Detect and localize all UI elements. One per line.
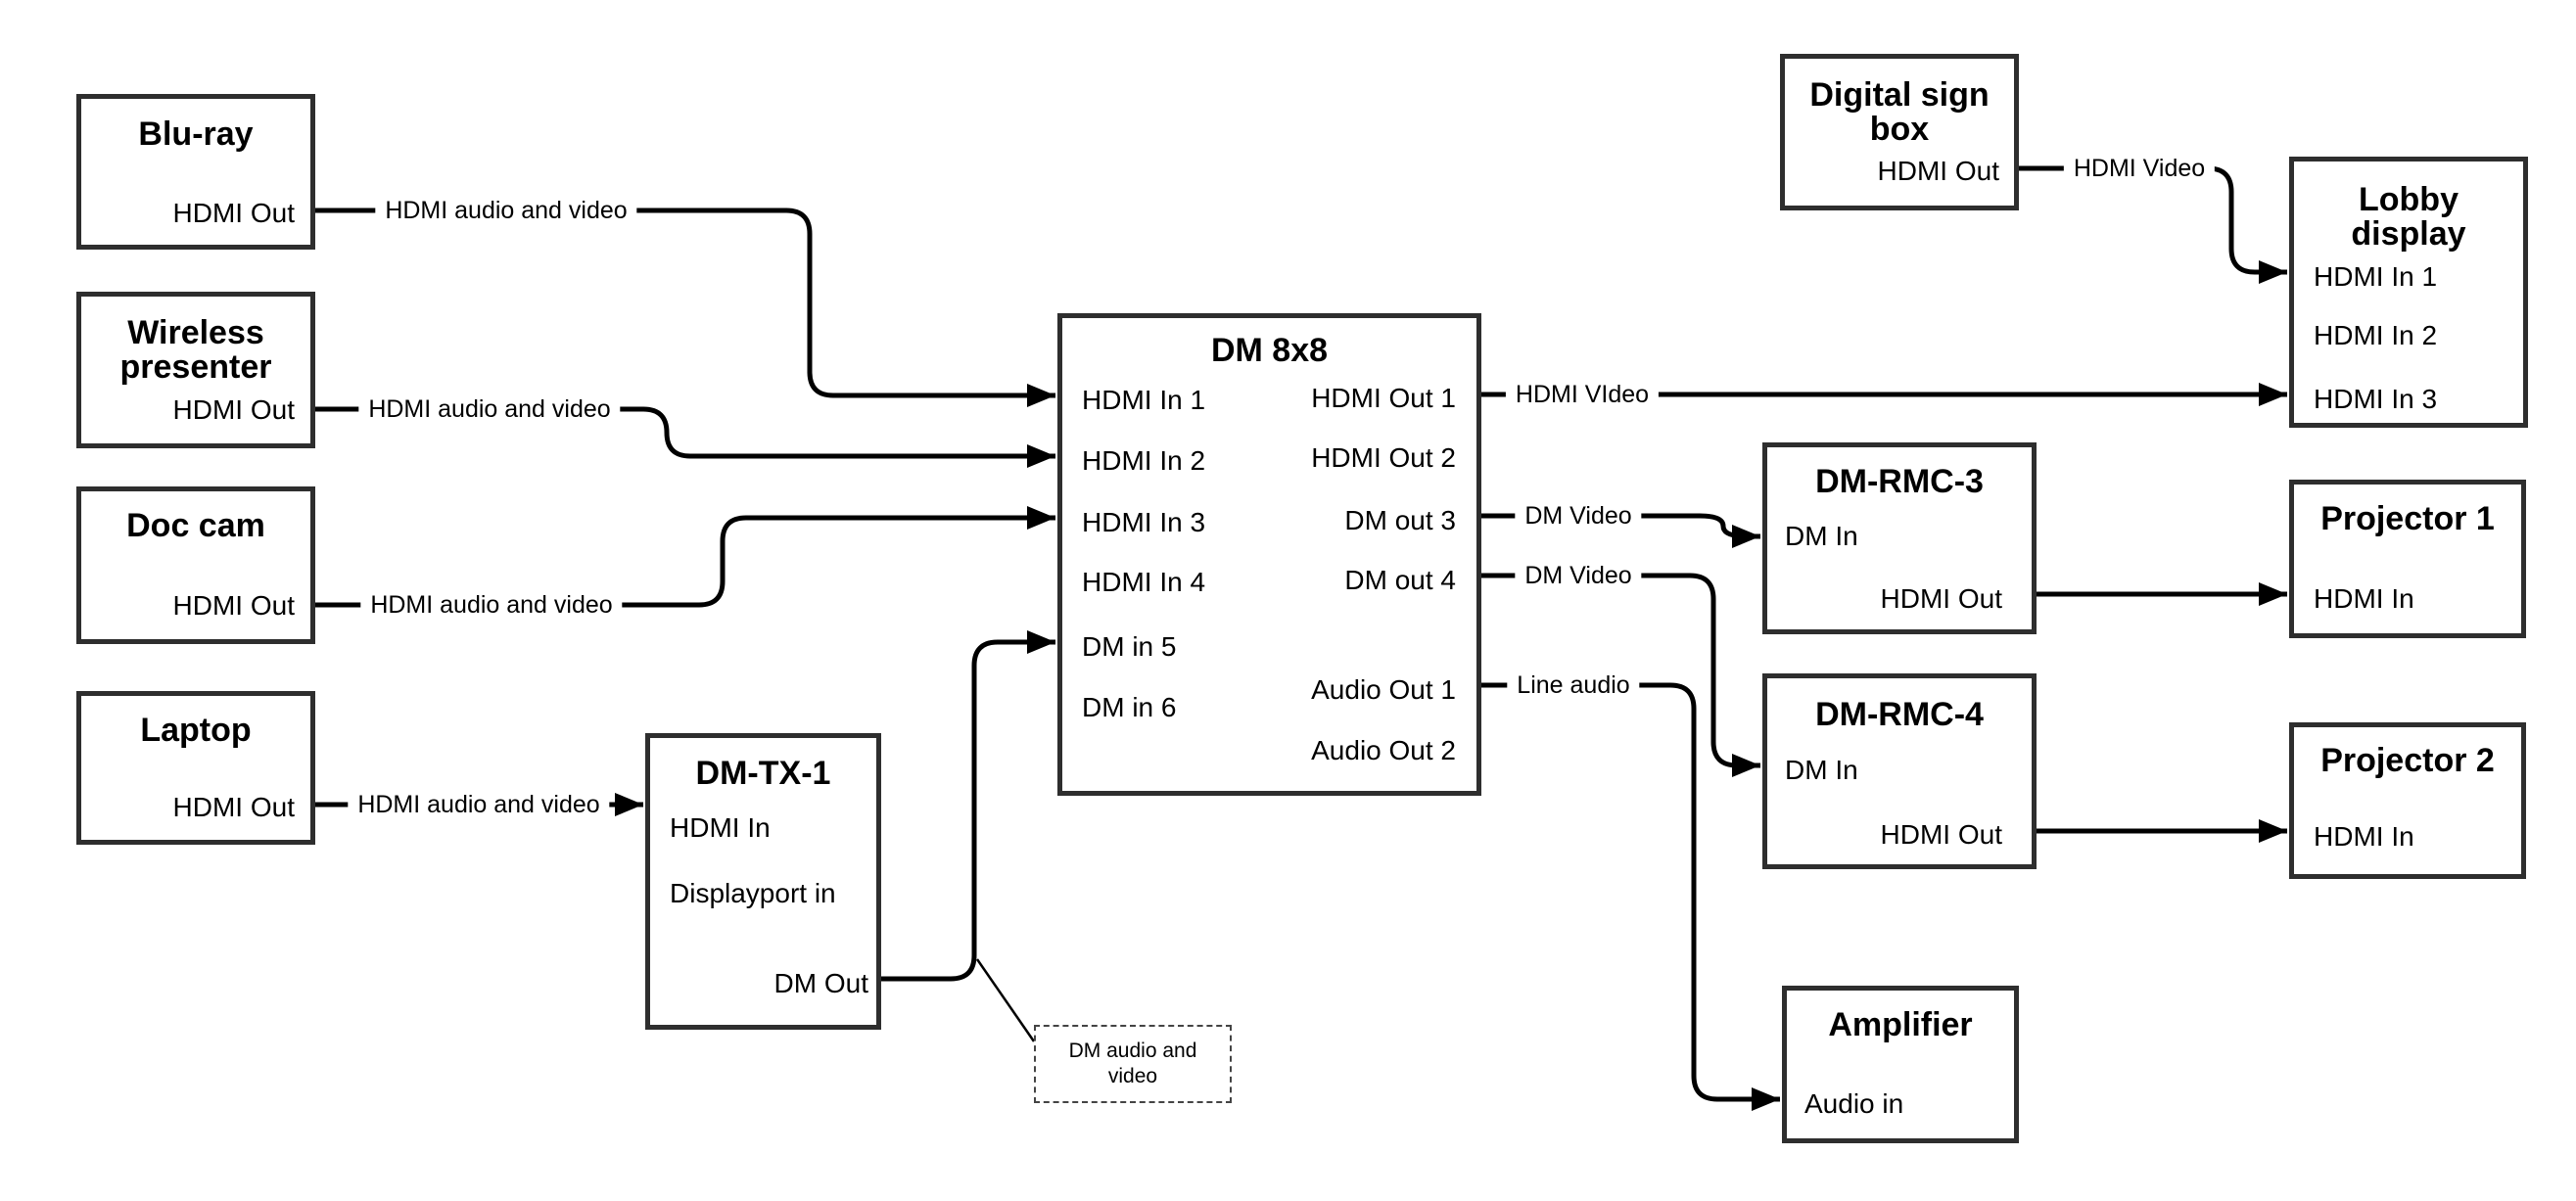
device-amplifier: Amplifier Audio in: [1782, 986, 2019, 1143]
port-dm-out: DM Out: [773, 968, 868, 998]
device-title: Doc cam: [126, 507, 265, 544]
wire-label-hdmi-out-1: HDMI VIdeo: [1505, 380, 1660, 409]
port-dm-out-4: DM out 4: [1344, 565, 1456, 595]
wire-label-doccam: HDMI audio and video: [360, 590, 623, 620]
device-bluray: Blu-ray HDMI Out: [76, 94, 315, 250]
port-hdmi-in: HDMI In: [2314, 821, 2414, 852]
port-hdmi-in-3: HDMI In 3: [1082, 507, 1206, 537]
device-projector-2: Projector 2 HDMI In: [2289, 722, 2526, 879]
device-title: Laptop: [140, 712, 252, 749]
port-hdmi-in-1: HDMI In 1: [2314, 261, 2438, 292]
wire-dm8x8-out4-to-rmc4: [1481, 573, 1760, 777]
device-laptop: Laptop HDMI Out: [76, 691, 315, 845]
device-digital-sign-box: Digital sign box HDMI Out: [1780, 54, 2019, 210]
port-hdmi-out: HDMI Out: [172, 590, 295, 621]
wire-digitalsign-to-lobby-in1: [2019, 165, 2287, 284]
port-audio-out-1: Audio Out 1: [1311, 674, 1456, 705]
device-dm-8x8: DM 8x8 HDMI In 1 HDMI In 2 HDMI In 3 HDM…: [1057, 313, 1481, 796]
wire-dmtx1-to-dm8x8-in5: [881, 630, 1055, 982]
port-hdmi-in-1: HDMI In 1: [1082, 385, 1206, 415]
device-title: DM 8x8: [1210, 332, 1329, 369]
note-leader-line: [975, 958, 1036, 1042]
wire-dm8x8-out3-to-rmc3: [1481, 513, 1760, 548]
device-dm-tx-1: DM-TX-1 HDMI In Displayport in DM Out: [645, 733, 881, 1030]
device-lobby-display: Lobby display HDMI In 1 HDMI In 2 HDMI I…: [2289, 157, 2528, 428]
port-dm-in: DM In: [1785, 755, 1858, 785]
device-wireless-presenter: Wireless presenter HDMI Out: [76, 292, 315, 448]
device-title: Wireless presenter: [119, 314, 272, 386]
port-dm-in-6: DM in 6: [1082, 692, 1177, 722]
wire-label-dm-out-4: DM Video: [1515, 561, 1642, 590]
device-title: DM-RMC-4: [1815, 696, 1984, 733]
wire-label-bluray: HDMI audio and video: [375, 196, 637, 225]
note-text: DM audio and video: [1068, 1039, 1197, 1087]
device-title: Projector 1: [2320, 500, 2495, 537]
wire-doccam-to-dm8x8-in3: [315, 506, 1055, 608]
device-title: DM-RMC-3: [1815, 463, 1984, 500]
device-title: DM-TX-1: [695, 755, 831, 792]
port-displayport-in: Displayport in: [670, 878, 836, 908]
port-audio-out-2: Audio Out 2: [1311, 735, 1456, 765]
port-dm-out-3: DM out 3: [1344, 505, 1456, 535]
wire-wireless-to-dm8x8-in2: [315, 406, 1055, 468]
device-dm-rmc-3: DM-RMC-3 DM In HDMI Out: [1762, 442, 2037, 634]
port-hdmi-out: HDMI Out: [172, 792, 295, 822]
device-title: Blu-ray: [138, 115, 254, 153]
wire-label-digital-sign: HDMI Video: [2063, 154, 2216, 183]
wire-dm8x8-audio1-to-amplifier: [1481, 682, 1780, 1111]
port-hdmi-in-2: HDMI In 2: [2314, 320, 2438, 350]
device-title: Amplifier: [1828, 1006, 1973, 1043]
port-hdmi-out: HDMI Out: [1880, 819, 2002, 850]
port-audio-in: Audio in: [1804, 1088, 1904, 1119]
port-hdmi-in: HDMI In: [2314, 583, 2414, 614]
port-hdmi-out-2: HDMI Out 2: [1311, 442, 1456, 473]
port-hdmi-out: HDMI Out: [172, 198, 295, 228]
wire-label-dm-out-3: DM Video: [1515, 501, 1642, 531]
wire-label-line-audio: Line audio: [1507, 670, 1640, 700]
port-hdmi-in-2: HDMI In 2: [1082, 445, 1206, 476]
port-dm-in-5: DM in 5: [1082, 631, 1177, 662]
note-dm-audio-video: DM audio and video: [1034, 1025, 1232, 1103]
port-hdmi-out: HDMI Out: [172, 394, 295, 425]
port-dm-in: DM In: [1785, 521, 1858, 551]
device-doc-cam: Doc cam HDMI Out: [76, 486, 315, 644]
device-title: Projector 2: [2320, 742, 2495, 779]
device-title: Digital sign box: [1809, 76, 1990, 148]
wire-bluray-to-dm8x8-in1: [315, 208, 1055, 407]
device-dm-rmc-4: DM-RMC-4 DM In HDMI Out: [1762, 673, 2037, 869]
port-hdmi-out: HDMI Out: [1880, 583, 2002, 614]
port-hdmi-in-3: HDMI In 3: [2314, 384, 2438, 414]
device-title: Lobby display: [2351, 181, 2466, 253]
port-hdmi-out: HDMI Out: [1877, 156, 1999, 186]
port-hdmi-in-4: HDMI In 4: [1082, 567, 1206, 597]
device-projector-1: Projector 1 HDMI In: [2289, 480, 2526, 638]
wire-label-laptop: HDMI audio and video: [348, 790, 610, 819]
port-hdmi-out-1: HDMI Out 1: [1311, 383, 1456, 413]
wire-label-wireless: HDMI audio and video: [358, 394, 621, 424]
port-hdmi-in: HDMI In: [670, 812, 771, 843]
